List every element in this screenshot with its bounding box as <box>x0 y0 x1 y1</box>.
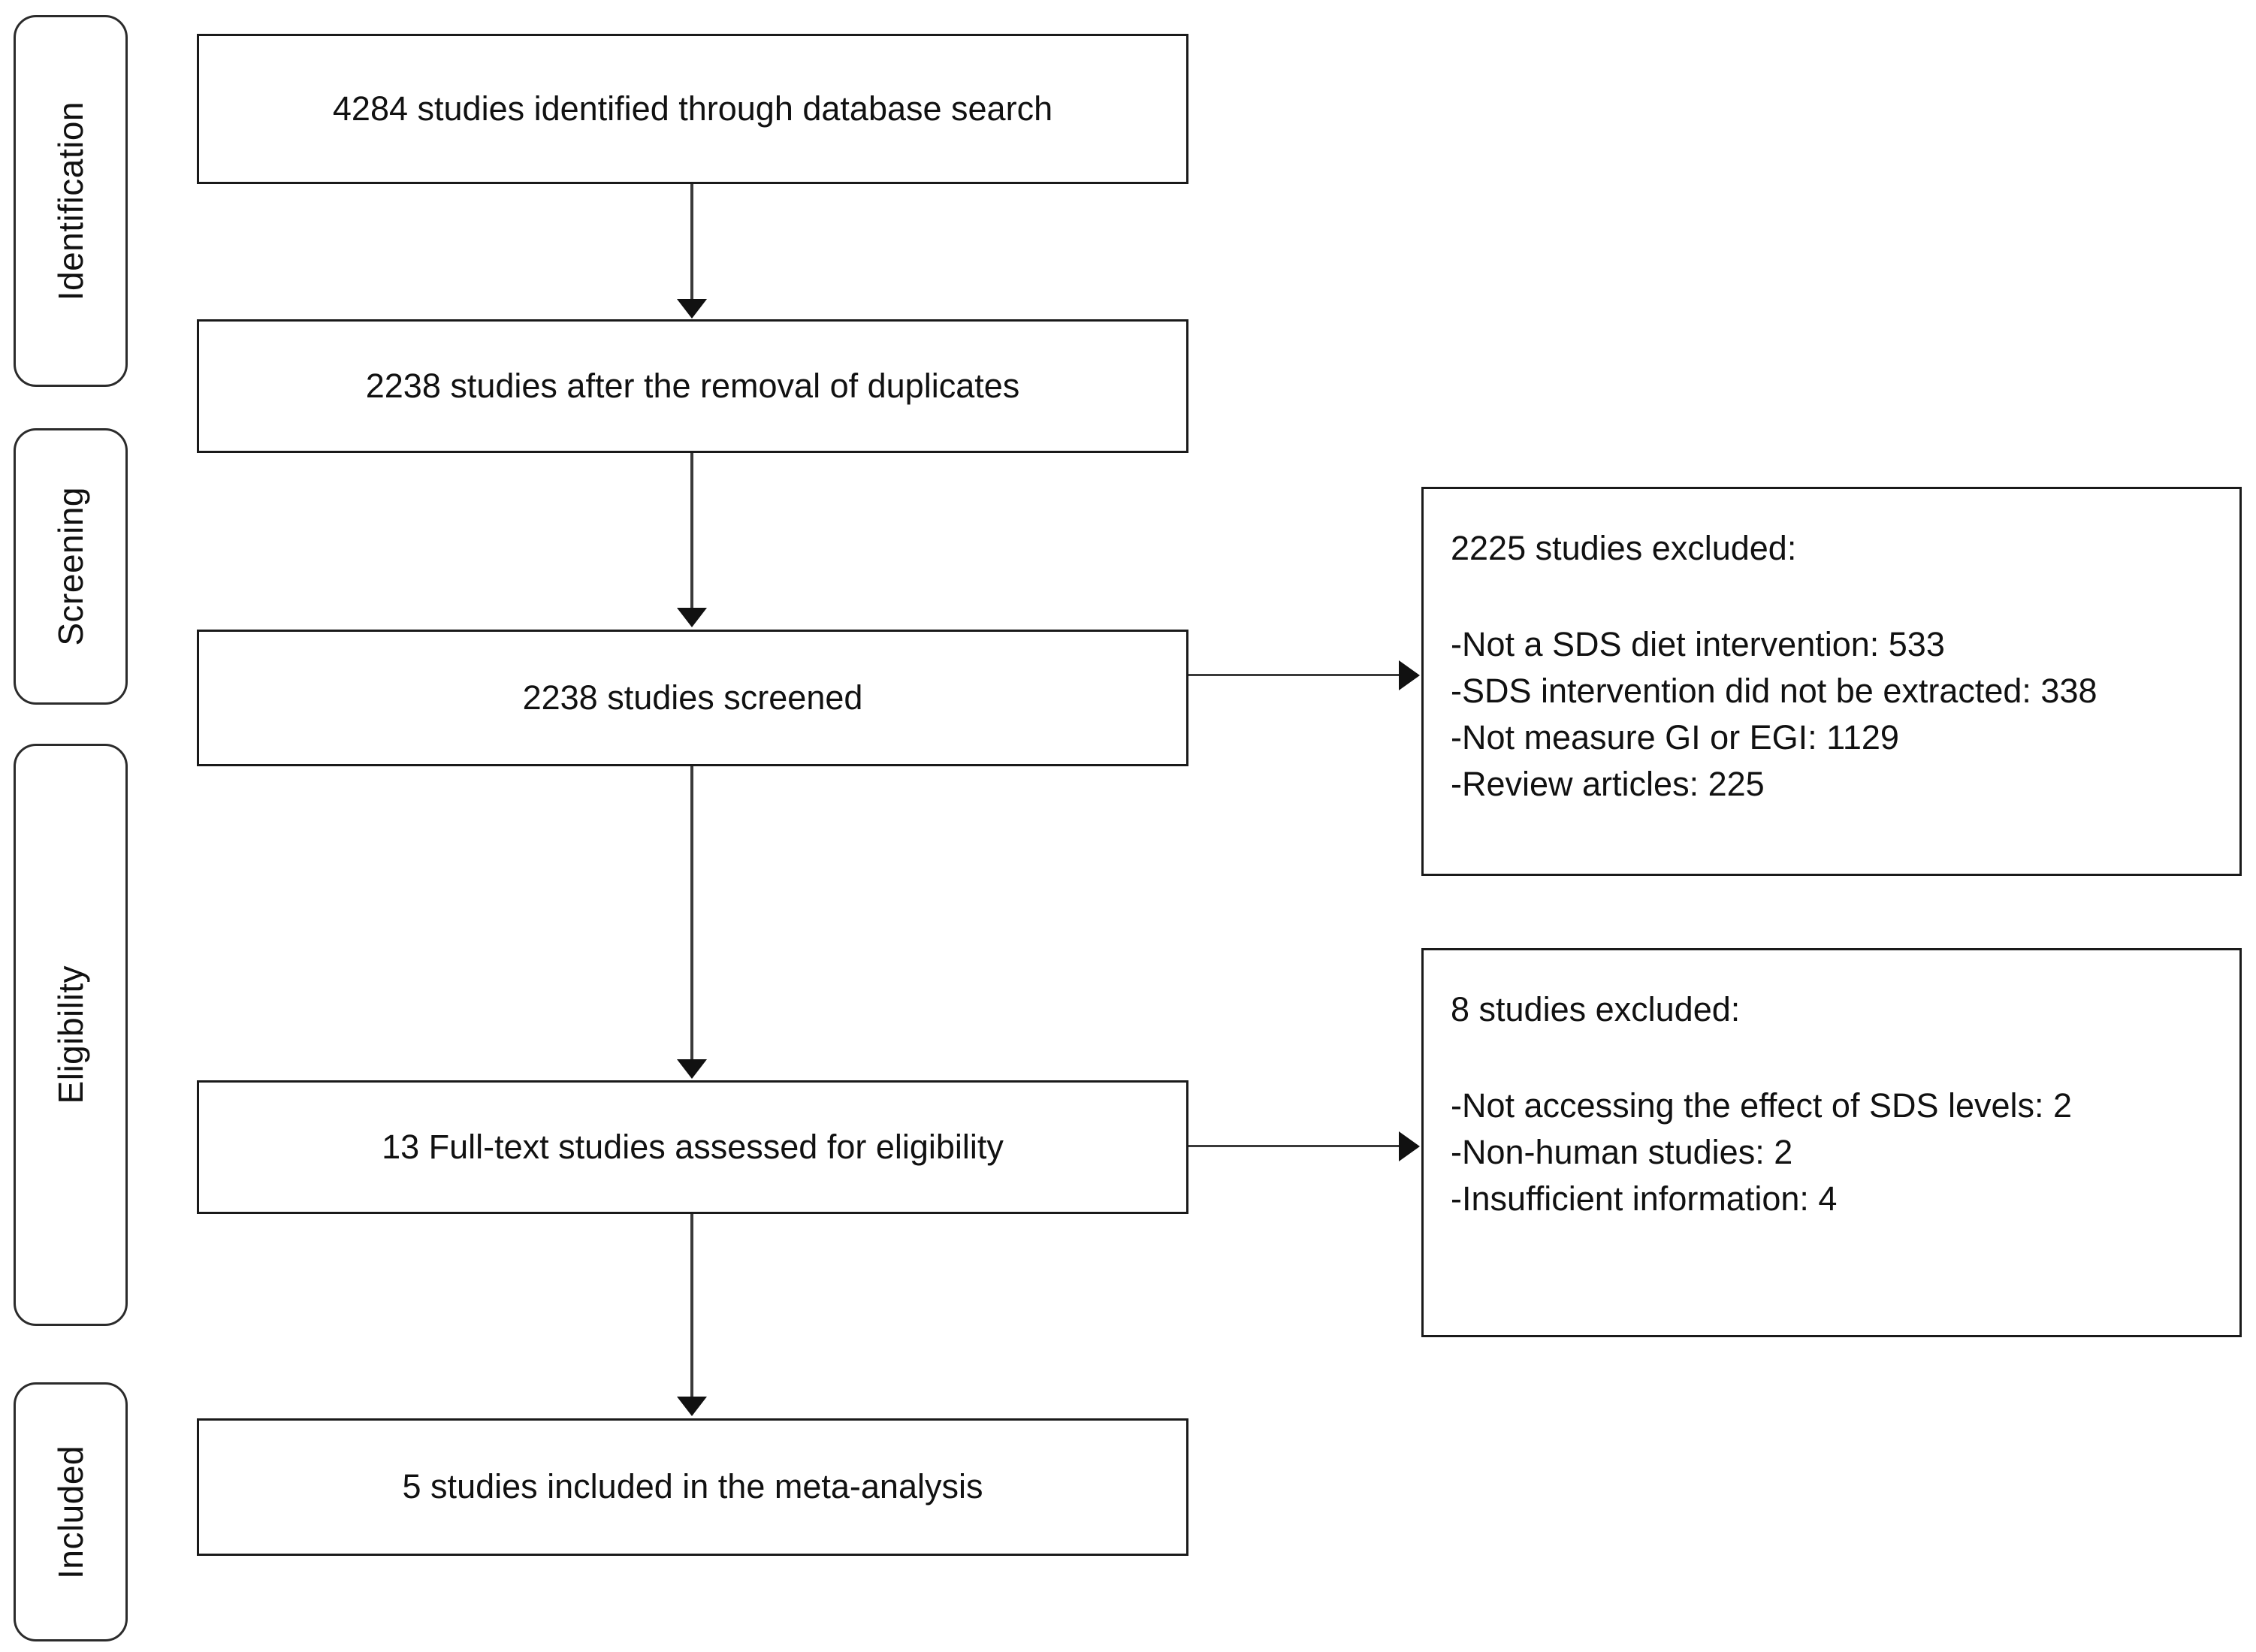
flow-box-identified: 4284 studies identified through database… <box>197 34 1188 184</box>
flow-box-fulltext-assessed-text: 13 Full-text studies assessed for eligib… <box>382 1127 1004 1166</box>
connector-fulltext-to-included <box>690 1214 693 1398</box>
stage-label-eligibility: Eligibility <box>14 744 128 1326</box>
flow-box-fulltext-assessed: 13 Full-text studies assessed for eligib… <box>197 1080 1188 1214</box>
flow-box-duplicates-removed: 2238 studies after the removal of duplic… <box>197 319 1188 453</box>
arrow-down-icon <box>677 299 707 319</box>
flow-box-screened: 2238 studies screened <box>197 630 1188 766</box>
flow-box-duplicates-removed-text: 2238 studies after the removal of duplic… <box>365 366 1020 405</box>
stage-label-eligibility-text: Eligibility <box>51 965 90 1104</box>
stage-label-identification: Identification <box>14 15 128 387</box>
flow-box-included-meta-analysis: 5 studies included in the meta-analysis <box>197 1418 1188 1556</box>
exclusion-box-screening: 2225 studies excluded: -Not a SDS diet i… <box>1421 487 2242 876</box>
flow-box-included-meta-analysis-text: 5 studies included in the meta-analysis <box>402 1467 983 1506</box>
exclusion-reason: -Not a SDS diet intervention: 533 <box>1451 625 1945 663</box>
exclusion-reason: -Non-human studies: 2 <box>1451 1133 1793 1172</box>
arrow-right-icon <box>1399 660 1420 690</box>
exclusion-box-screening-reasons: -Not a SDS diet intervention: 533 -SDS i… <box>1451 621 2212 808</box>
arrow-down-icon <box>677 1059 707 1079</box>
exclusion-box-fulltext-title: 8 studies excluded: <box>1451 990 1741 1028</box>
connector-identified-to-duplicates <box>690 184 693 301</box>
stage-label-identification-text: Identification <box>51 101 90 301</box>
exclusion-box-fulltext-reasons: -Not accessing the effect of SDS levels:… <box>1451 1083 2212 1222</box>
exclusion-reason: -Not measure GI or EGI: 1129 <box>1451 718 1899 757</box>
connector-screened-to-exclusion <box>1188 674 1403 676</box>
exclusion-reason: -Insufficient information: 4 <box>1451 1179 1838 1219</box>
connector-fulltext-to-exclusion <box>1188 1145 1403 1147</box>
exclusion-box-fulltext: 8 studies excluded: -Not accessing the e… <box>1421 948 2242 1337</box>
stage-label-included-text: Included <box>51 1445 90 1579</box>
arrow-right-icon <box>1399 1131 1420 1161</box>
flow-box-identified-text: 4284 studies identified through database… <box>332 89 1053 128</box>
connector-duplicates-to-screened <box>690 453 693 609</box>
stage-label-included: Included <box>14 1382 128 1641</box>
exclusion-box-screening-title: 2225 studies excluded: <box>1451 529 1797 567</box>
arrow-down-icon <box>677 1397 707 1416</box>
exclusion-reason: -Review articles: 225 <box>1451 765 1765 804</box>
exclusion-reason: -SDS intervention did not be extracted: … <box>1451 672 2097 711</box>
flow-box-screened-text: 2238 studies screened <box>522 678 863 717</box>
connector-screened-to-fulltext <box>690 766 693 1061</box>
exclusion-reason: -Not accessing the effect of SDS levels:… <box>1451 1086 2073 1125</box>
arrow-down-icon <box>677 608 707 627</box>
stage-label-screening-text: Screening <box>51 487 90 646</box>
stage-label-screening: Screening <box>14 428 128 705</box>
